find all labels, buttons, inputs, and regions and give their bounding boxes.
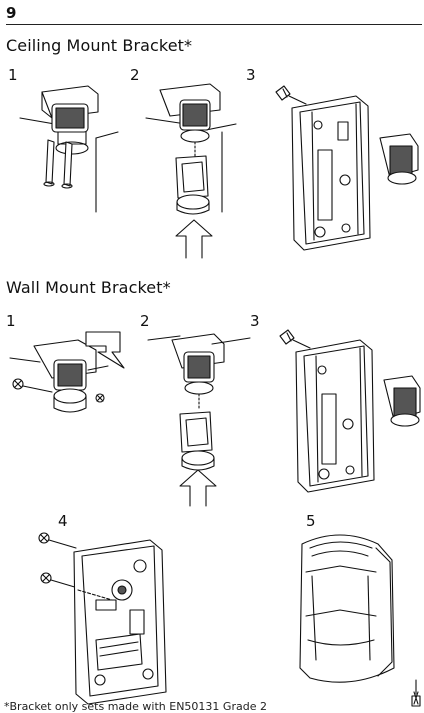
wall-step2-illustration [148,334,250,506]
page-number: 9 [6,4,17,22]
ceiling-step-3-label: 3 [246,66,256,84]
ceiling-step2-illustration [146,84,236,258]
wall-step-5-label: 5 [306,512,316,530]
ceiling-step-2-label: 2 [130,66,140,84]
ceiling-step3-illustration [276,86,418,250]
header-rule [6,24,422,25]
ceiling-step-1-label: 1 [8,66,18,84]
wall-step-1-label: 1 [6,312,16,330]
wall-step5-illustration [300,535,424,706]
wall-step1-illustration [10,332,124,412]
wall-step-4-label: 4 [58,512,68,530]
ceiling-step1-illustration [20,86,118,212]
wall-step4-illustration [39,533,166,704]
ceiling-section-title: Ceiling Mount Bracket* [6,36,193,55]
wall-step3-illustration [280,330,420,492]
wall-section-title: Wall Mount Bracket* [6,278,171,297]
wall-step-2-label: 2 [140,312,150,330]
wall-step-3-label: 3 [250,312,260,330]
footnote: *Bracket only sets made with EN50131 Gra… [4,700,267,713]
